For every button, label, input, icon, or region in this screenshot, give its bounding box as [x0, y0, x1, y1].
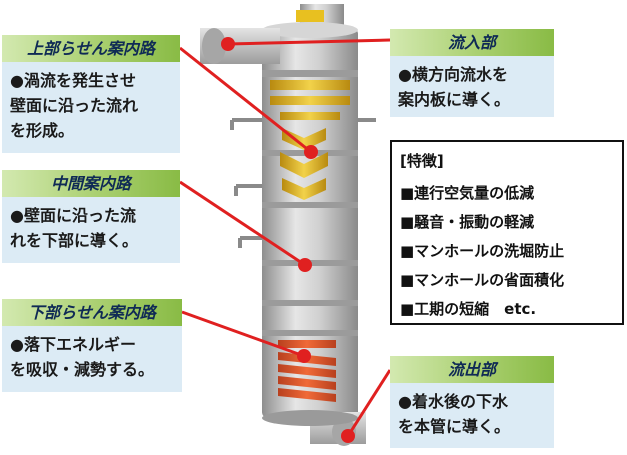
callout-outflow: 流出部 ●着水後の下水 を本管に導く。 [390, 356, 554, 448]
callout-lower-spiral-guide: 下部らせん案内路 ●落下エネルギー を吸収・減勢する。 [2, 299, 182, 392]
feature-item: ■工期の短縮 etc. [400, 300, 537, 318]
callout-text: ●壁面に沿った流 れを下部に導く。 [10, 206, 139, 250]
features-heading: [特徴] [400, 152, 444, 170]
shaft-top [262, 22, 358, 38]
callout-text: ●横方向流水を 案内板に導く。 [398, 65, 511, 109]
callout-text: ●落下エネルギー を吸収・減勢する。 [10, 335, 155, 379]
pointer-dot [297, 349, 311, 363]
callout-title: 上部らせん案内路 [2, 35, 180, 62]
pointer-dot [304, 145, 318, 159]
callout-title: 中間案内路 [2, 170, 180, 197]
inflow-pipe-mouth [202, 28, 226, 64]
feature-item: ■マンホールの洗堀防止 [400, 242, 565, 260]
leader-line-inflow [227, 38, 391, 46]
features-box: [特徴] ■連行空気量の低減 ■騒音・振動の軽減 ■マンホールの洗堀防止 ■マン… [390, 140, 624, 325]
callout-inflow: 流入部 ●横方向流水を 案内板に導く。 [390, 29, 554, 117]
side-bracket [230, 118, 262, 130]
callout-title: 下部らせん案内路 [2, 299, 182, 326]
callout-title: 流出部 [390, 356, 554, 383]
leader-line-outflow [346, 369, 392, 437]
feature-item: ■騒音・振動の軽減 [400, 213, 535, 231]
leader-line-middle [179, 180, 306, 267]
leader-line-lower [181, 310, 305, 358]
callout-upper-spiral-guide: 上部らせん案内路 ●渦流を発生させ 壁面に沿った流れ を形成。 [2, 35, 180, 153]
pointer-dot [341, 429, 355, 443]
feature-item: ■連行空気量の低減 [400, 184, 535, 202]
callout-text: ●着水後の下水 を本管に導く。 [398, 392, 511, 436]
side-bracket [238, 236, 262, 248]
callout-middle-guide: 中間案内路 ●壁面に沿った流 れを下部に導く。 [2, 170, 180, 263]
shaft-ring [262, 330, 358, 336]
callout-title: 流入部 [390, 29, 554, 56]
shaft-ring [262, 70, 358, 77]
pointer-dot [298, 258, 312, 272]
pointer-dot [221, 37, 235, 51]
shaft-base [262, 410, 358, 426]
shaft-ring [262, 300, 358, 306]
callout-text: ●渦流を発生させ 壁面に沿った流れ を形成。 [10, 71, 139, 140]
shaft-ring [262, 202, 358, 208]
feature-item: ■マンホールの省面積化 [400, 271, 565, 289]
side-bracket [234, 184, 262, 196]
main-shaft [262, 28, 358, 418]
leader-line-upper [179, 46, 312, 154]
upper-spiral-guide [270, 10, 350, 200]
